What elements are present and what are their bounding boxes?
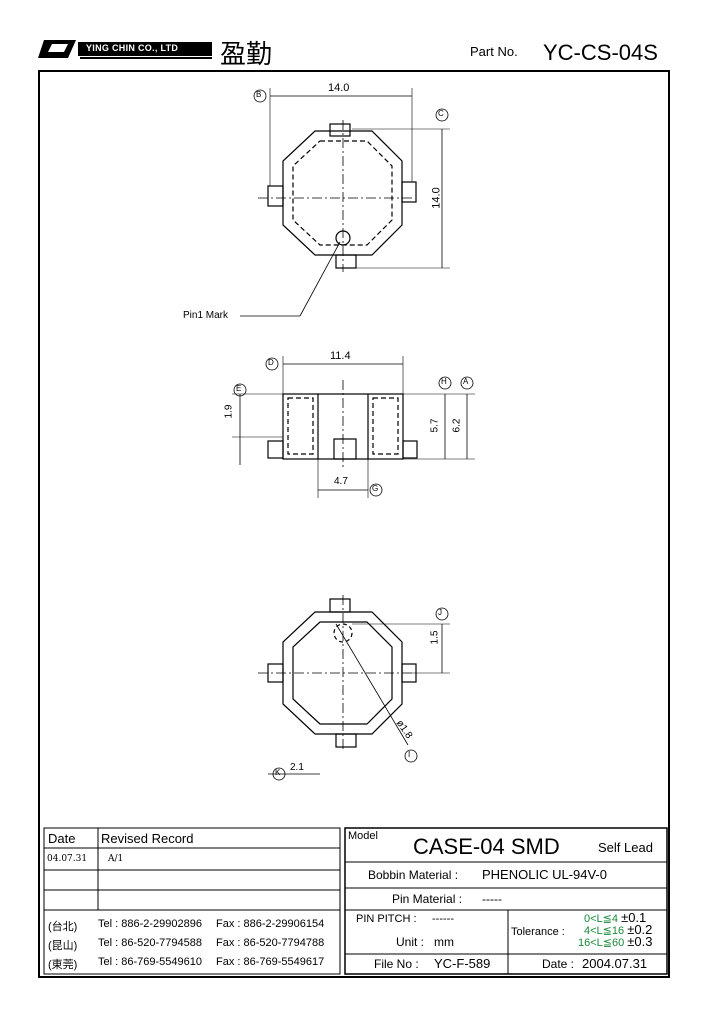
date-value: 2004.07.31 <box>582 956 648 971</box>
tolerance-range-1: 0<L≦4 <box>584 913 618 925</box>
pin1-mark-label: Pin1 Mark <box>183 310 229 321</box>
model-label: Model <box>348 830 378 842</box>
date-label: Date : <box>542 957 575 971</box>
unit-value: mm <box>434 935 454 949</box>
tolerance-range-2: 4<L≦16 <box>584 925 625 937</box>
pin-material-value: ----- <box>482 892 502 906</box>
drawing-frame <box>38 70 670 978</box>
ref-d: D <box>268 358 274 367</box>
unit-label: Unit : <box>396 935 425 949</box>
ref-g: G <box>372 484 379 493</box>
top-view <box>240 88 450 317</box>
company-name-cjk: 盈勤 <box>220 40 273 70</box>
ref-h: H <box>441 377 447 386</box>
dim-g: 4.7 <box>334 476 348 487</box>
contact-fax-kunshan: Fax : 86-520-7794788 <box>216 937 325 949</box>
pin-pitch-label: PIN PITCH : <box>356 913 417 925</box>
pin-pitch-value: ------ <box>432 913 454 925</box>
dim-k: 2.1 <box>290 762 304 773</box>
rev-row-record: A/1 <box>108 854 124 864</box>
side-width-dim: 11.4 <box>330 350 351 362</box>
tolerance-row-3: 16<L≦60 ±0.3 <box>578 934 653 949</box>
ref-j: J <box>438 608 442 617</box>
file-no-label: File No : <box>374 957 419 971</box>
logo-mark <box>38 40 212 59</box>
company-name-en: YING CHIN CO., LTD <box>86 43 179 53</box>
top-width-dim: 14.0 <box>328 82 350 94</box>
ref-k: K <box>275 768 281 777</box>
bobbin-label: Bobbin Material : <box>368 868 459 882</box>
tolerance-label: Tolerance : <box>511 926 565 938</box>
tolerance-range-3: 16<L≦60 <box>578 937 625 949</box>
rev-row-date: 04.07.31 <box>47 854 88 864</box>
lead-type: Self Lead <box>598 840 653 855</box>
ref-c: C <box>438 109 444 118</box>
contact-region-dongguan: (東莞) <box>48 959 78 971</box>
bobbin-value: PHENOLIC UL-94V-0 <box>482 867 607 882</box>
contact-region-kunshan: (昆山) <box>48 940 78 952</box>
ref-i: I <box>408 750 411 759</box>
rev-header-date: Date <box>48 831 76 846</box>
contact-fax-taipei: Fax : 886-2-29906154 <box>216 918 325 930</box>
side-view <box>232 356 475 498</box>
tolerance-value-3: ±0.3 <box>627 934 653 949</box>
contact-fax-dongguan: Fax : 86-769-5549617 <box>216 956 325 968</box>
tolerance-value-1: ±0.1 <box>621 910 647 925</box>
ref-e: E <box>236 384 242 393</box>
tolerance-row-2: 4<L≦16 ±0.2 <box>584 922 653 937</box>
contact-tel-taipei: Tel : 886-2-29902896 <box>98 918 202 930</box>
ref-a: A <box>463 377 469 386</box>
file-no-value: YC-F-589 <box>434 956 491 971</box>
part-no-value: YC-CS-04S <box>543 40 658 65</box>
bottom-view <box>258 595 450 781</box>
pin-material-label: Pin Material : <box>392 892 463 906</box>
part-no-label: Part No. <box>470 44 518 59</box>
contact-region-taipei: (台北) <box>48 921 78 933</box>
model-value: CASE-04 SMD <box>413 834 560 859</box>
contact-tel-dongguan: Tel : 86-769-5549610 <box>98 956 202 968</box>
company-logo: YING CHIN CO., LTD <box>38 38 212 60</box>
contact-tel-kunshan: Tel : 86-520-7794588 <box>98 937 202 949</box>
tolerance-row-1: 0<L≦4 ±0.1 <box>584 910 647 925</box>
ref-b: B <box>256 90 262 99</box>
rev-header-record: Revised Record <box>101 831 194 846</box>
tolerance-value-2: ±0.2 <box>627 922 653 937</box>
